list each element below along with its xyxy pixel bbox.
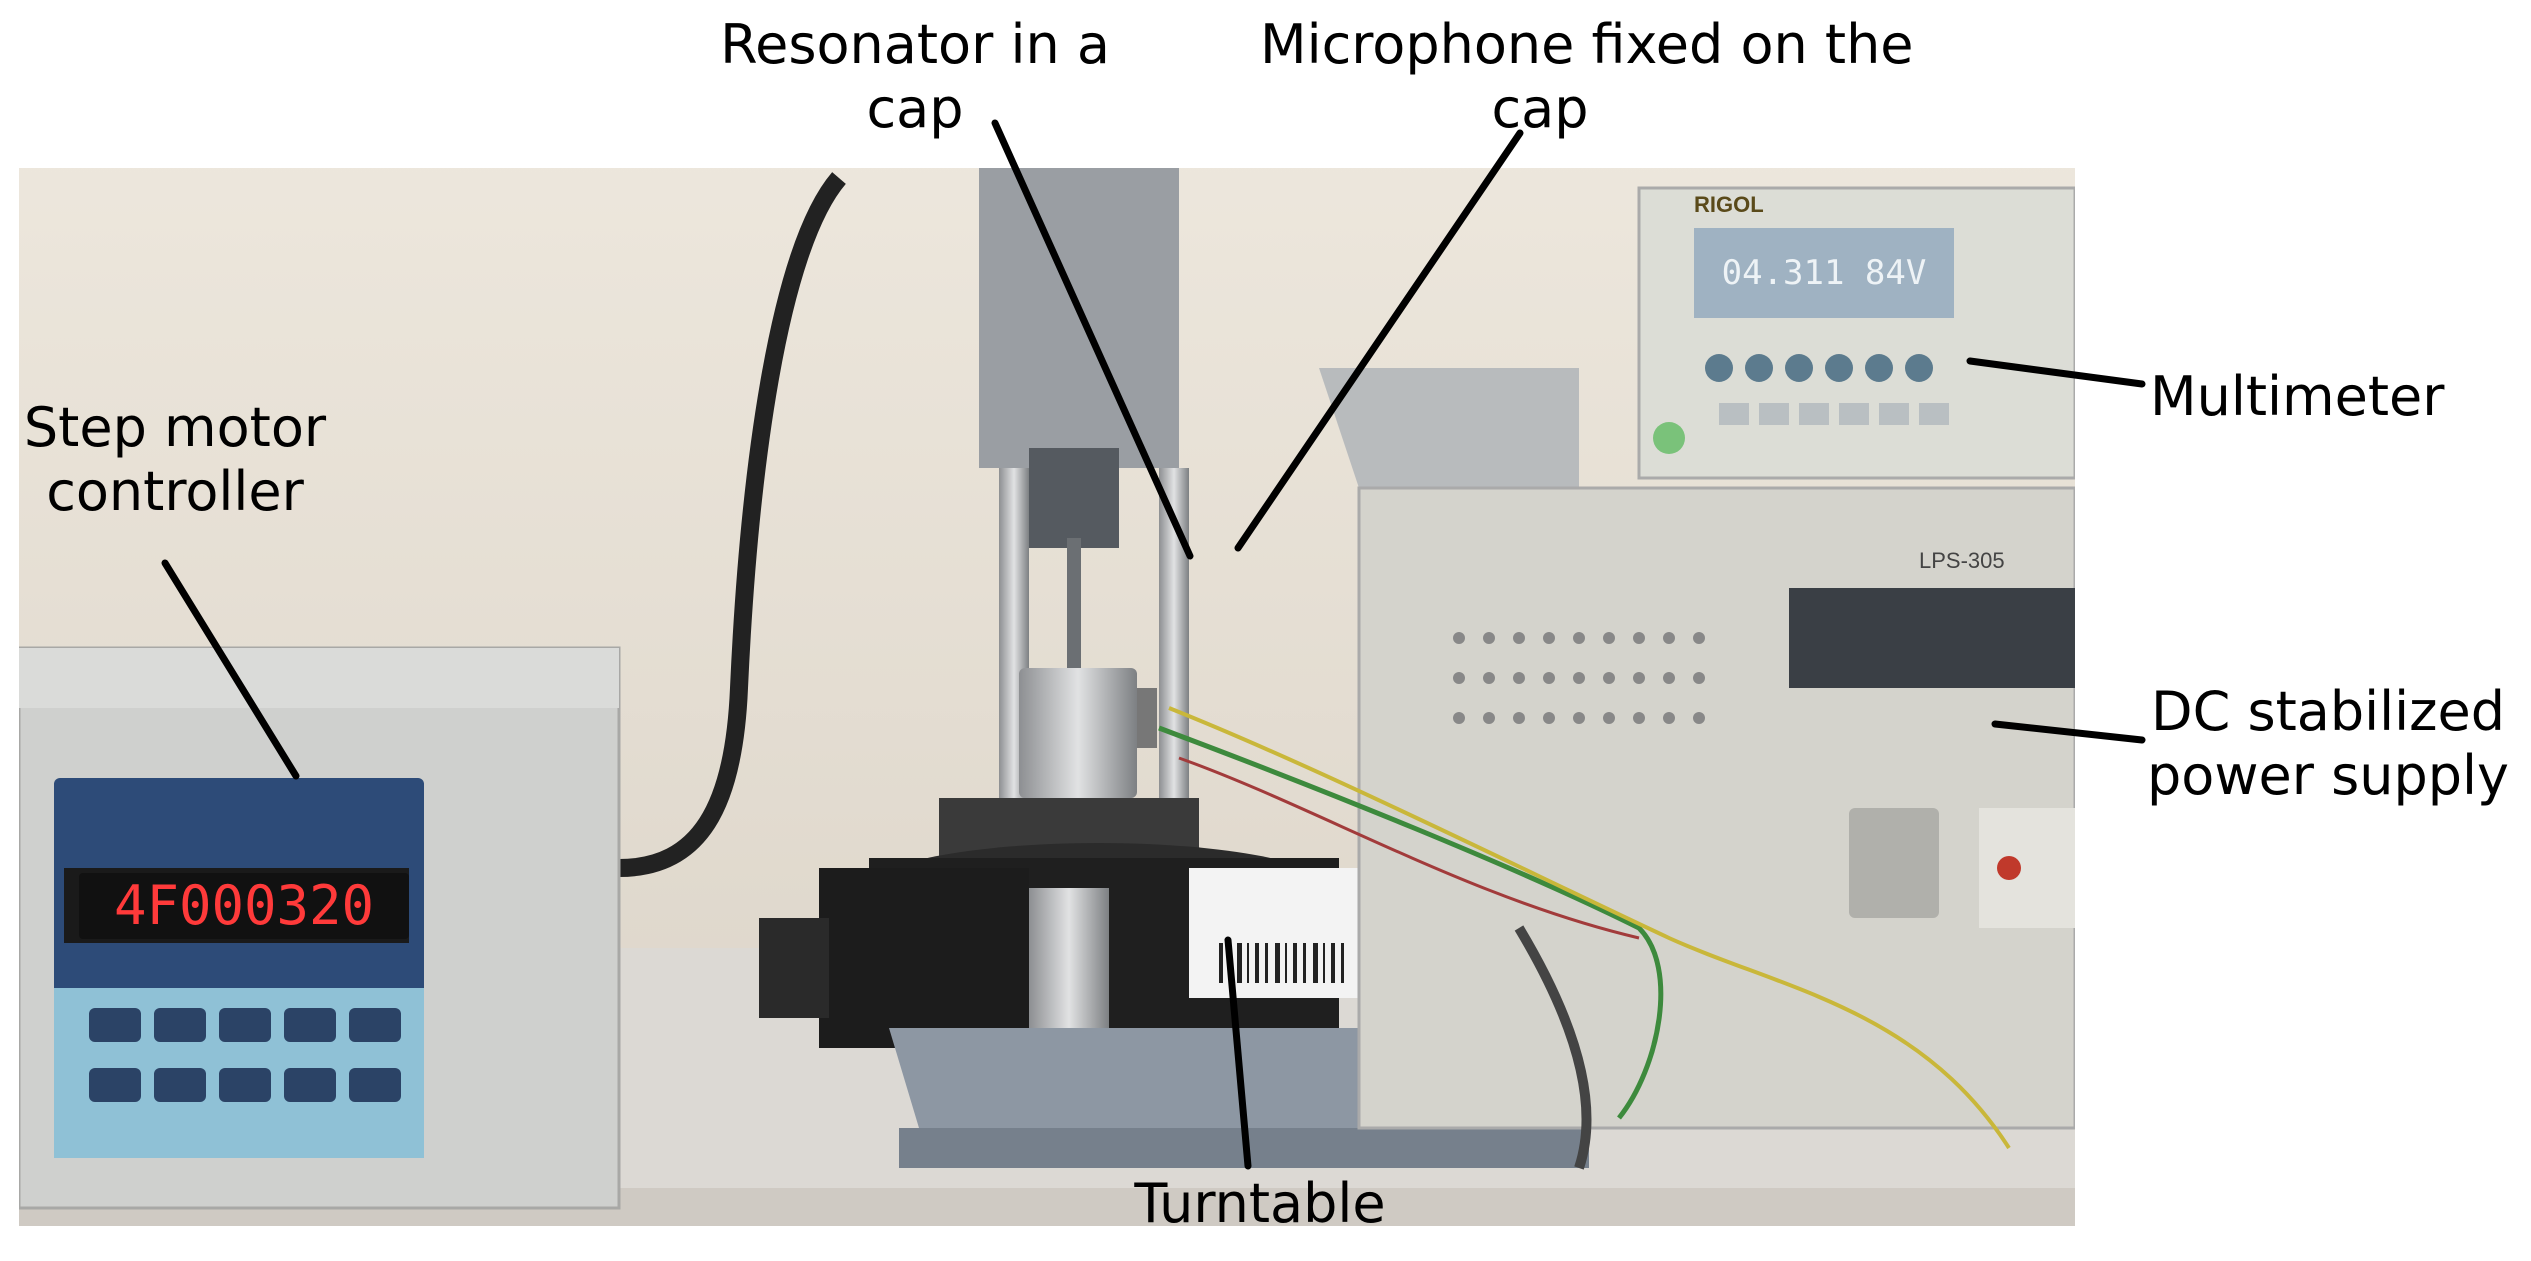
multimeter-brand: RIGOL xyxy=(1694,192,1764,217)
turntable-label: Turntable xyxy=(1070,1172,1450,1236)
microphone-label: Microphone fixed on the cap xyxy=(1260,13,1914,141)
photo-scene xyxy=(19,168,2075,1226)
power-supply-model: LPS-305 xyxy=(1919,548,2005,573)
step-motor-label-line2: controller xyxy=(46,460,304,523)
multimeter-device xyxy=(1637,186,2075,480)
microphone-label-line1: Microphone fixed on the xyxy=(1260,13,1914,76)
step-motor-label-line1: Step motor xyxy=(23,396,327,459)
multimeter-display: 04.311 84V xyxy=(1721,253,1927,293)
step-motor-label: Step motor controller xyxy=(0,396,350,524)
turntable-label-text: Turntable xyxy=(1134,1172,1386,1235)
multimeter-label-text: Multimeter xyxy=(2150,365,2445,428)
dc-supply-label-line1: DC stabilized xyxy=(2151,680,2505,743)
dc-supply-label: DC stabilized power supply xyxy=(2125,680,2531,808)
lab-photo: 4F000320 04.311 84V RIGOL LPS-305 xyxy=(19,168,2075,1226)
microphone-label-line2: cap xyxy=(1491,77,1589,140)
controller-display: 4F000320 xyxy=(79,873,409,939)
dc-supply-label-line2: power supply xyxy=(2147,744,2509,807)
resonator-label-line1: Resonator in a xyxy=(720,13,1110,76)
dc-power-supply xyxy=(1357,486,2075,1130)
multimeter-label: Multimeter xyxy=(2150,365,2520,429)
resonator-label-line2: cap xyxy=(866,77,964,140)
resonator-label: Resonator in a cap xyxy=(690,13,1140,141)
